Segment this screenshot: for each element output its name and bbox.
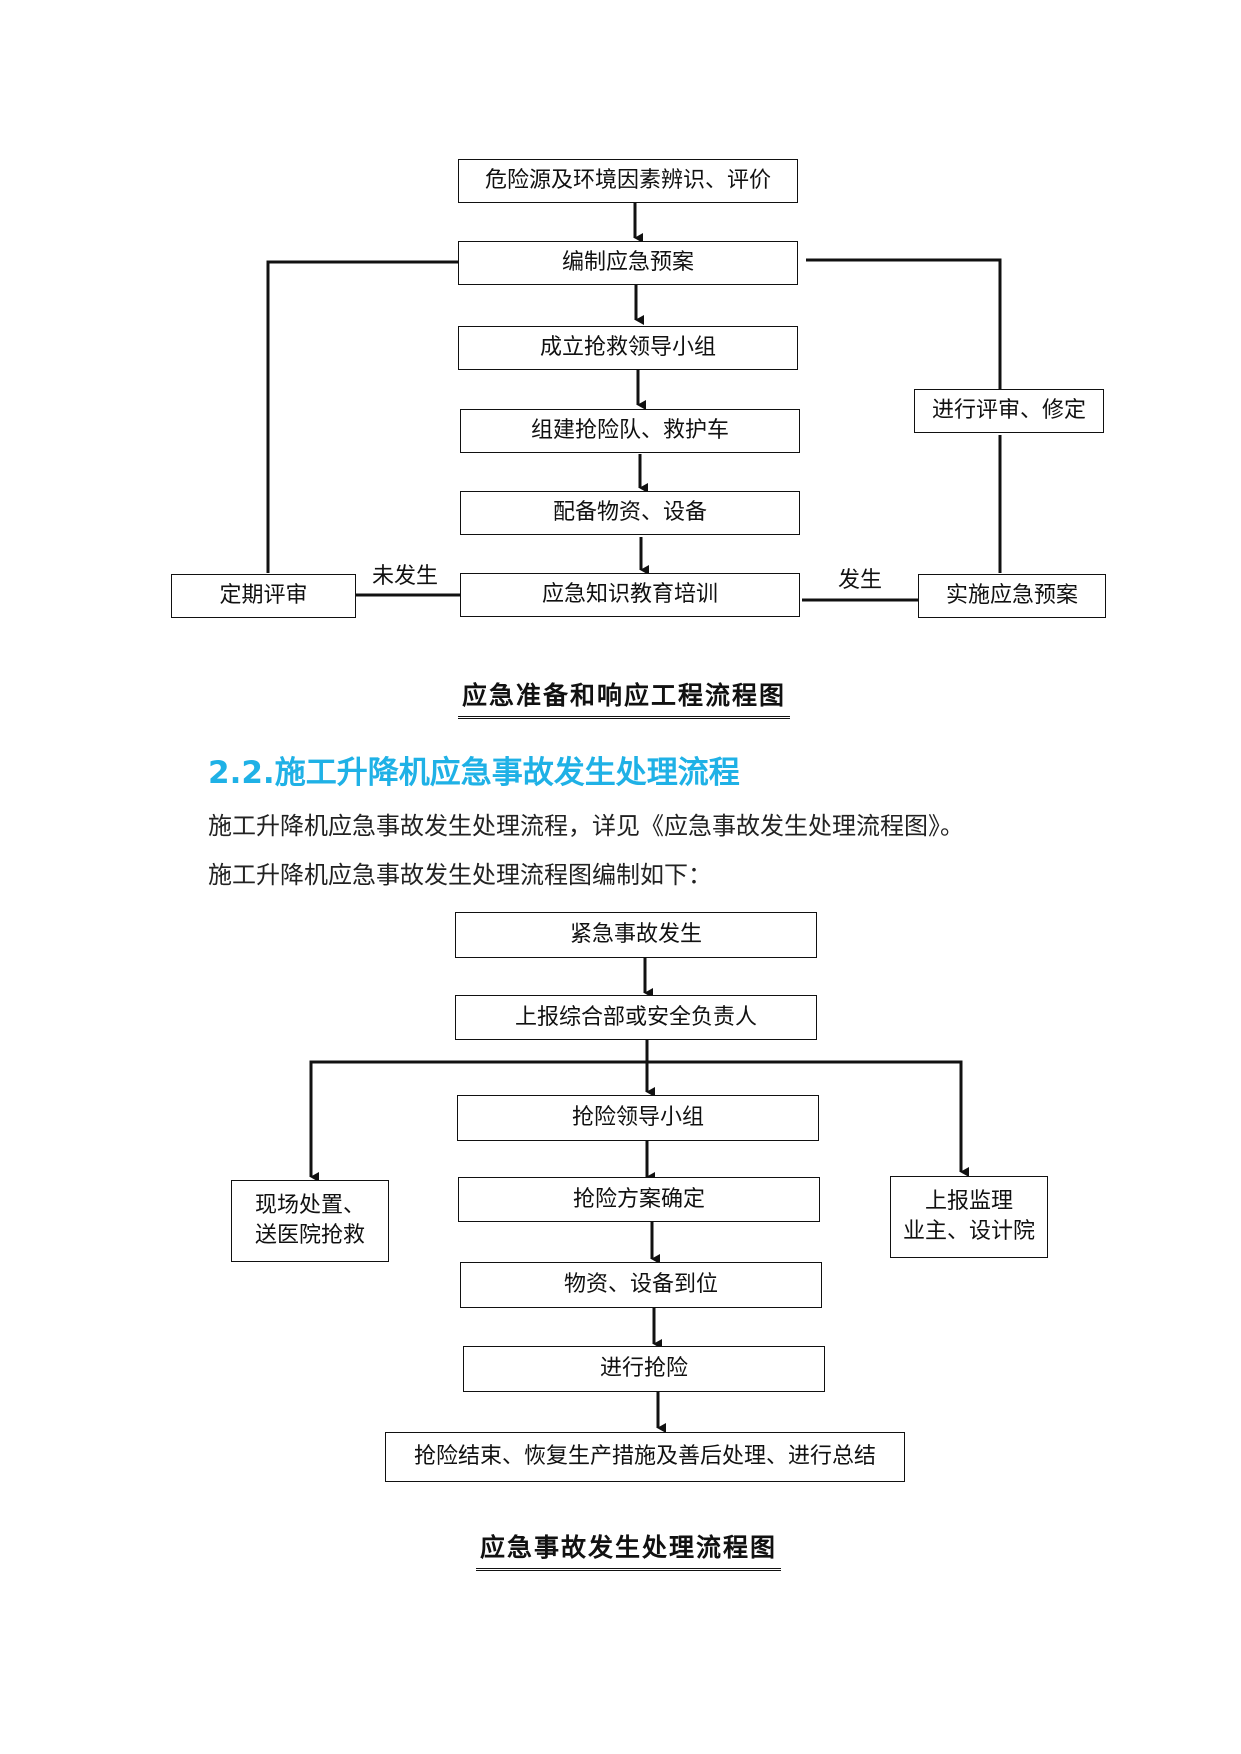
node-implement-plan: 实施应急预案 <box>918 574 1106 618</box>
chart2-caption: 应急事故发生处理流程图 <box>476 1528 782 1571</box>
node-rescue-team: 组建抢险队、救护车 <box>460 409 800 453</box>
loop-right <box>806 258 1002 390</box>
paragraph-1: 施工升降机应急事故发生处理流程，详见《应急事故发生处理流程图》。 <box>208 812 964 840</box>
node-onsite-handling: 现场处置、 送医院抢救 <box>231 1180 389 1262</box>
node-compile-plan: 编制应急预案 <box>458 241 798 285</box>
node-hazard-identification: 危险源及环境因素辨识、评价 <box>458 159 798 203</box>
node-equipment: 配备物资、设备 <box>460 491 800 535</box>
node-rescue-group: 抢险领导小组 <box>457 1095 819 1141</box>
node-review-revise: 进行评审、修定 <box>914 389 1104 433</box>
node-rescue-leadership: 成立抢救领导小组 <box>458 326 798 370</box>
section-heading: 2.2.施工升降机应急事故发生处理流程 <box>208 755 740 791</box>
node-periodic-review: 定期评审 <box>171 574 356 618</box>
branch-left <box>309 1060 647 1182</box>
node-report-supervisor: 上报监理 业主、设计院 <box>890 1176 1048 1258</box>
branch-right <box>647 1060 969 1177</box>
node-rescue-complete: 抢险结束、恢复生产措施及善后处理、进行总结 <box>385 1432 905 1482</box>
node-carry-out-rescue: 进行抢险 <box>463 1346 825 1392</box>
node-training: 应急知识教育培训 <box>460 573 800 617</box>
node-rescue-plan: 抢险方案确定 <box>458 1177 820 1222</box>
chart1-caption: 应急准备和响应工程流程图 <box>458 676 791 719</box>
loop-left <box>266 260 458 573</box>
paragraph-2: 施工升降机应急事故发生处理流程图编制如下： <box>208 861 712 889</box>
node-report-safety: 上报综合部或安全负责人 <box>455 995 817 1040</box>
node-accident-occurs: 紧急事故发生 <box>455 912 817 958</box>
edge-label-not-occur: 未发生 <box>372 564 439 589</box>
node-supplies-ready: 物资、设备到位 <box>460 1262 822 1308</box>
edge-label-occur: 发生 <box>838 568 883 593</box>
